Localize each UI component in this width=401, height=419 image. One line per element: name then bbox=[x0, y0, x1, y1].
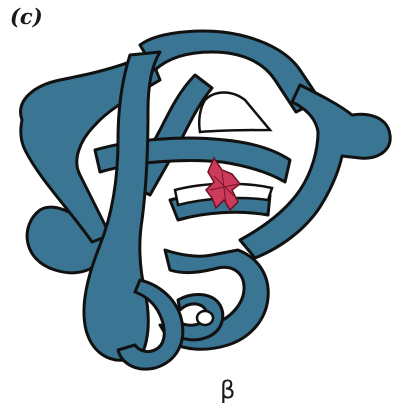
gap-inner-triangle bbox=[199, 93, 270, 133]
chain-label-beta: β bbox=[220, 376, 235, 404]
gap-bottom-hole bbox=[197, 311, 213, 325]
panel-label: (c) bbox=[10, 4, 43, 29]
